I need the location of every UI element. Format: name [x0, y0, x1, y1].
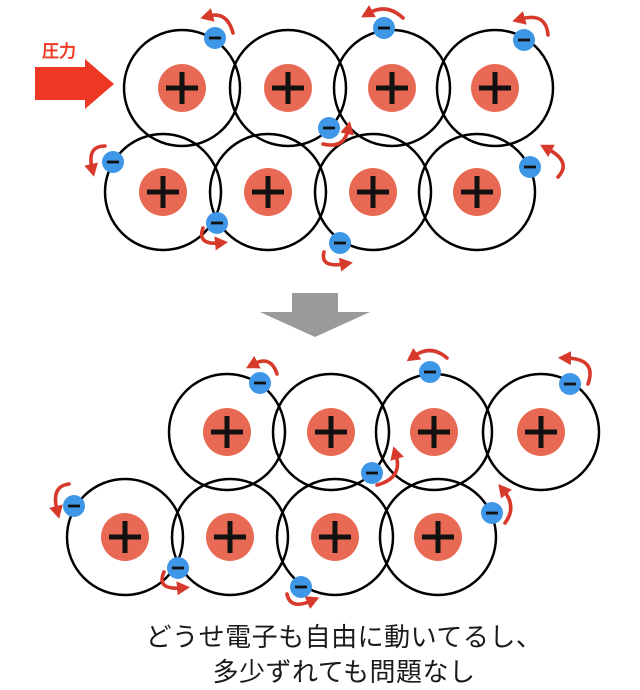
- electron-motion-arrow: [84, 144, 107, 177]
- plus-icon: [461, 176, 493, 208]
- plus-icon: [418, 416, 450, 448]
- electron-motion-arrow: [321, 250, 353, 272]
- electron-motion-arrow: [246, 355, 279, 376]
- plus-icon: [147, 176, 179, 208]
- electron-motion-arrow: [498, 484, 513, 525]
- lattice-before-slip: [84, 4, 565, 272]
- plus-icon: [357, 176, 389, 208]
- electron-motion-arrow: [375, 446, 404, 487]
- electron-orbit: [481, 372, 601, 492]
- electron-orbit: [435, 28, 555, 148]
- electron-motion-arrow: [540, 144, 565, 179]
- electron-orbit: [228, 28, 348, 148]
- plus-icon: [422, 521, 454, 553]
- plus-icon: [211, 416, 243, 448]
- electron-orbit: [313, 132, 433, 252]
- electron-orbit: [170, 477, 290, 597]
- electron-motion-arrow: [285, 592, 320, 610]
- electron-motion-arrow: [406, 347, 449, 362]
- electron-orbit: [65, 477, 185, 597]
- electron-orbit: [103, 132, 223, 252]
- plus-icon: [319, 521, 351, 553]
- plus-icon: [376, 72, 408, 104]
- plus-icon: [479, 72, 511, 104]
- caption-line-2: 多少ずれても問題なし: [213, 657, 476, 687]
- electron-orbit: [167, 372, 287, 492]
- electron-motion-arrow: [558, 351, 592, 386]
- electron-motion-arrow: [199, 226, 228, 251]
- electron-motion-arrow: [200, 8, 235, 35]
- electron-motion-arrow: [160, 570, 190, 596]
- transition-down-arrow-icon: [260, 293, 370, 337]
- pressure-arrow: [35, 59, 114, 109]
- electron-motion-arrow: [512, 11, 550, 37]
- electron-motion-arrow: [361, 4, 405, 20]
- electron-orbit: [122, 28, 242, 148]
- plus-icon: [109, 521, 141, 553]
- plus-icon: [315, 416, 347, 448]
- electron-orbit: [378, 477, 498, 597]
- electron-orbit: [417, 132, 537, 252]
- electron-orbit: [275, 477, 395, 597]
- plus-icon: [525, 416, 557, 448]
- plus-icon: [272, 72, 304, 104]
- plus-icon: [166, 72, 198, 104]
- lattice-after-slip: [49, 347, 601, 610]
- pressure-label: 圧力: [42, 41, 76, 61]
- plus-icon: [214, 521, 246, 553]
- electron-motion-arrow: [49, 482, 71, 519]
- electron-orbit: [208, 132, 328, 252]
- electron-orbit: [271, 372, 391, 492]
- caption-line-1: どうせ電子も自由に動いてるし、: [146, 622, 543, 652]
- electron-motion-arrow: [321, 121, 355, 147]
- plus-icon: [252, 176, 284, 208]
